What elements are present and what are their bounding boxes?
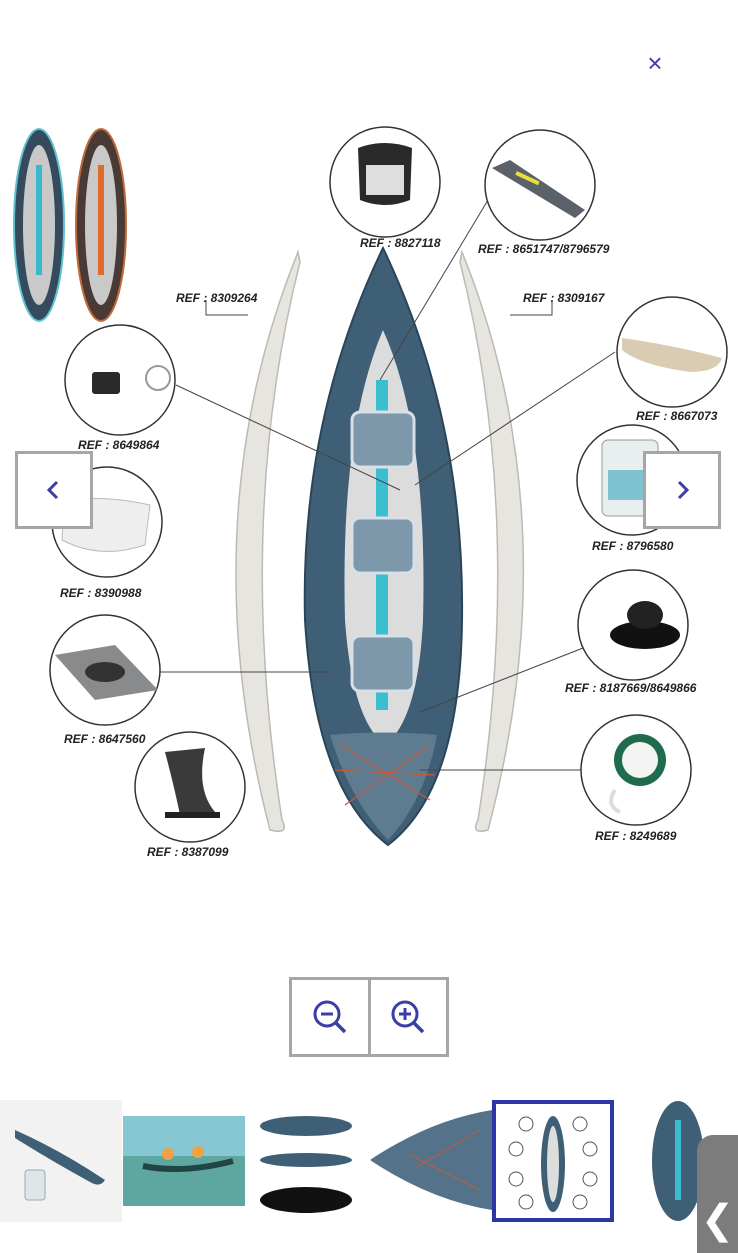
ref-cushion-label: REF : 8667073 xyxy=(636,409,718,423)
ref-valve-label: REF : 8187669/8649866 xyxy=(565,681,697,695)
ref-rope-label: REF : 8249689 xyxy=(595,829,677,843)
thumbnail-side-view[interactable] xyxy=(0,1100,122,1222)
ref-fin-label: REF : 8387099 xyxy=(147,845,229,859)
fin-part-image xyxy=(134,731,246,843)
seat-part-image xyxy=(329,126,441,238)
right-tube-image xyxy=(459,249,525,832)
thumbnail-lifestyle-photo[interactable] xyxy=(123,1116,245,1206)
thumbnail-bow-detail[interactable] xyxy=(370,1100,492,1222)
close-button[interactable]: × xyxy=(647,48,663,78)
ref-bag-label: REF : 8796580 xyxy=(592,539,674,553)
back-tab-button[interactable]: ❮ xyxy=(697,1135,738,1253)
ref-floor-label: REF : 8651747/8796579 xyxy=(478,242,610,256)
cushion-part-image xyxy=(616,296,728,408)
kayak-main-image xyxy=(303,245,464,847)
zoom-out-button[interactable] xyxy=(292,980,368,1054)
pump-part-image xyxy=(64,324,176,436)
thumbnail-spare-parts-diagram[interactable] xyxy=(492,1100,614,1222)
chevron-right-icon xyxy=(677,480,690,500)
ref-left-tube-label: REF : 8309264 xyxy=(176,291,258,305)
valve-part-image xyxy=(577,569,689,681)
kayak-blue-small-image xyxy=(13,128,65,322)
previous-image-button[interactable] xyxy=(15,451,93,529)
kayak-orange-small-image xyxy=(75,128,127,322)
zoom-in-button[interactable] xyxy=(367,980,447,1054)
ref-seat-label: REF : 8827118 xyxy=(360,236,441,250)
zoom-controls xyxy=(289,977,449,1057)
thumbnail-strip xyxy=(0,1090,738,1230)
zoom-in-icon xyxy=(391,1000,425,1034)
rope-part-image xyxy=(580,714,692,826)
ref-patch-label: REF : 8647560 xyxy=(64,732,146,746)
floor-part-image xyxy=(484,129,596,241)
ref-right-tube-label: REF : 8309167 xyxy=(523,291,605,305)
next-image-button[interactable] xyxy=(643,451,721,529)
ref-pump-label: REF : 8649864 xyxy=(78,438,160,452)
zoom-out-icon xyxy=(313,1000,346,1034)
ref-pillow-label: REF : 8390988 xyxy=(60,586,142,600)
patch-part-image xyxy=(49,614,161,726)
left-tube-image xyxy=(235,249,301,832)
thumbnail-top-side-bottom-views[interactable] xyxy=(250,1100,362,1222)
spare-parts-diagram xyxy=(13,126,728,847)
chevron-left-icon xyxy=(46,480,59,500)
